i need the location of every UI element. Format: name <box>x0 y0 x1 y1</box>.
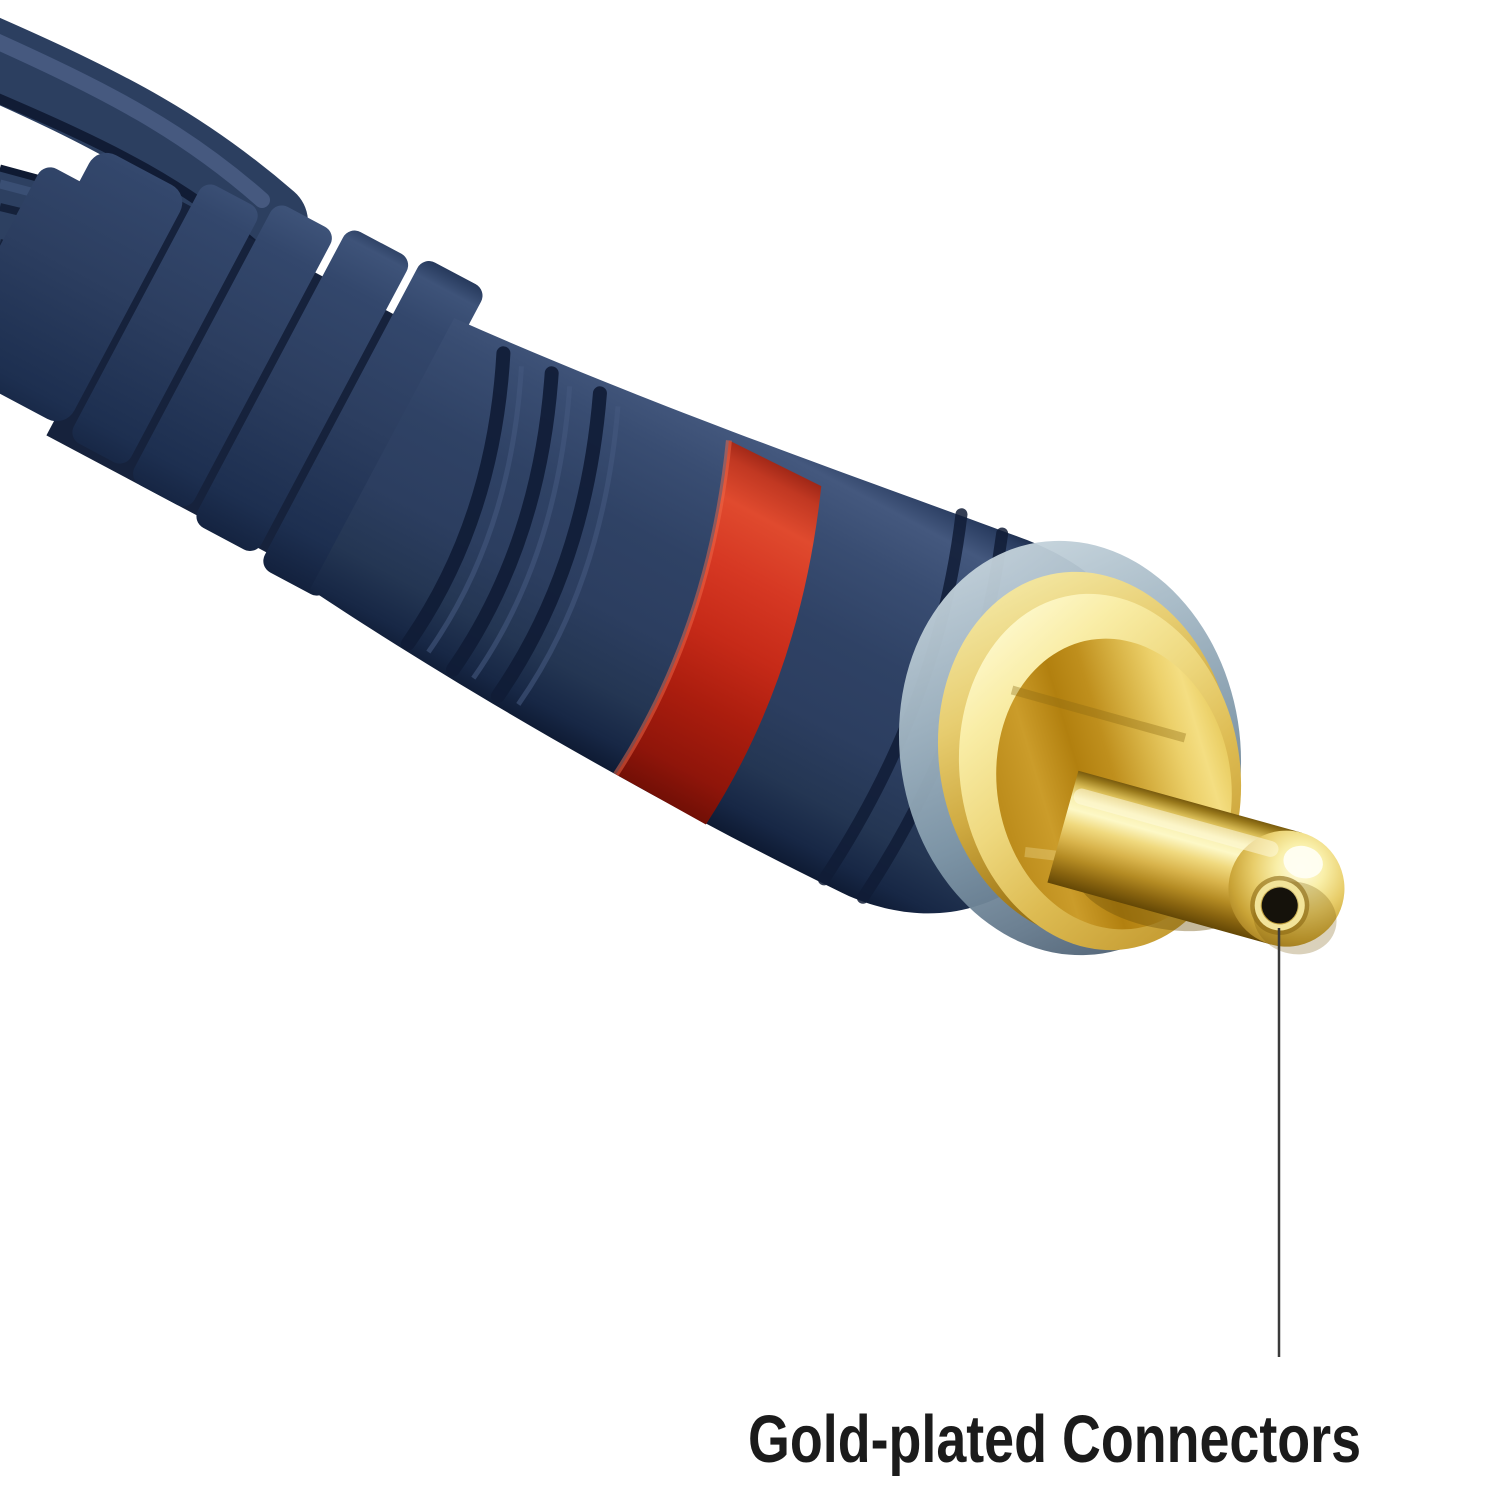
pin-hole-bright-ring <box>1254 880 1305 931</box>
cable-strand-top <box>0 18 308 262</box>
groove-ring <box>401 346 511 651</box>
strain-relief-boot <box>0 152 183 422</box>
groove-ring <box>490 386 607 703</box>
cup-reflection-streak <box>1010 685 1187 743</box>
gold-pin <box>1047 770 1345 955</box>
pin-hole <box>1261 887 1298 924</box>
red-ring-highlight-edge <box>613 440 732 777</box>
connector-assembly <box>0 152 1147 914</box>
strain-relief-fin <box>263 261 483 596</box>
strain-relief-fin <box>133 205 332 507</box>
pin-highlight-streak <box>1073 788 1279 857</box>
caption-text: Gold-plated Connectors <box>748 1402 1361 1477</box>
strain-relief-fin <box>196 230 409 551</box>
groove-ring-highlight <box>426 366 524 654</box>
cable-entry-collar <box>0 167 95 346</box>
cable-strand-top-highlight <box>0 33 270 208</box>
strain-relief-fin <box>72 184 258 464</box>
pin-specular <box>1283 845 1323 879</box>
groove-ring-highlight <box>516 406 621 706</box>
groove-ring <box>445 366 559 677</box>
red-ring <box>613 440 822 825</box>
groove-ring-highlight <box>471 386 573 680</box>
strain-relief <box>0 152 483 596</box>
pin-hole-outer-ring <box>1250 875 1310 935</box>
red-ring-band <box>615 440 822 825</box>
